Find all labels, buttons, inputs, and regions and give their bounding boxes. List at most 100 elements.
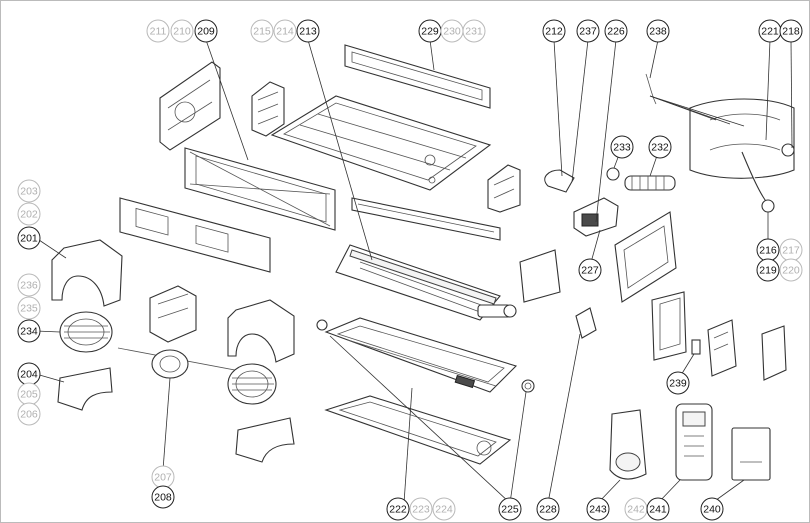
callout-bubble — [151, 485, 175, 509]
part-screw — [316, 319, 328, 331]
callout-bubble — [386, 497, 410, 521]
callout-bubble — [146, 19, 170, 43]
callout-number: 220 — [782, 265, 800, 277]
callout-number: 240 — [703, 504, 721, 516]
callout-number: 218 — [782, 26, 800, 38]
callout-number: 242 — [627, 504, 645, 516]
callout-number: 214 — [276, 26, 294, 38]
part-right-side-panel — [614, 211, 677, 303]
callout-216: 216 — [756, 238, 780, 262]
callout-220: 220 — [779, 258, 803, 282]
callout-number: 204 — [20, 369, 38, 381]
callout-208: 208 — [151, 485, 175, 509]
part-coil-pipes — [477, 304, 517, 318]
callout-number: 225 — [501, 504, 519, 516]
callout-238: 238 — [646, 19, 670, 43]
callout-number: 230 — [443, 26, 461, 38]
callout-bubble — [666, 371, 690, 395]
part-drain-hose — [624, 175, 676, 191]
callout-201: 201 — [17, 226, 41, 250]
callout-number: 229 — [421, 26, 439, 38]
callout-number: 235 — [20, 303, 38, 315]
callout-number: 211 — [150, 26, 167, 38]
callout-bubble — [586, 497, 610, 521]
callout-number: 239 — [669, 378, 687, 390]
callout-233: 233 — [610, 135, 634, 159]
callout-209: 209 — [194, 19, 218, 43]
callout-number: 222 — [389, 504, 407, 516]
callout-bubble — [17, 273, 41, 297]
callout-206: 206 — [17, 402, 41, 426]
callout-number: 234 — [20, 326, 38, 338]
callout-240: 240 — [700, 497, 724, 521]
callout-231: 231 — [462, 19, 486, 43]
callout-number: 203 — [20, 186, 38, 198]
callout-232: 232 — [648, 135, 672, 159]
callout-number: 201 — [20, 233, 38, 245]
callout-number: 232 — [651, 142, 669, 154]
callout-bubble — [194, 19, 218, 43]
callout-213: 213 — [296, 19, 320, 43]
part-motor-bracket — [149, 285, 197, 343]
callout-bubble — [542, 19, 566, 43]
callout-bubble — [779, 19, 803, 43]
part-drain-plug — [521, 379, 535, 393]
callout-number: 228 — [539, 504, 557, 516]
callout-223: 223 — [409, 497, 433, 521]
callout-bubble — [17, 296, 41, 320]
part-small-bracket-top — [251, 81, 285, 137]
callout-bubble — [610, 135, 634, 159]
callout-218: 218 — [779, 19, 803, 43]
part-cover-plate — [519, 249, 561, 303]
callout-number: 226 — [607, 26, 625, 38]
callout-number: 213 — [299, 26, 317, 38]
callout-number: 219 — [759, 265, 777, 277]
callout-205: 205 — [17, 382, 41, 406]
part-expansion-valve — [544, 169, 575, 193]
callout-235: 235 — [17, 296, 41, 320]
callout-bubble — [756, 258, 780, 282]
callout-number: 209 — [197, 26, 215, 38]
part-back-plate — [159, 61, 221, 151]
callout-bubble — [498, 497, 522, 521]
part-lower-housing-left — [57, 367, 113, 411]
part-evaporator-coil — [335, 244, 501, 321]
callout-234: 234 — [17, 319, 41, 343]
callout-204: 204 — [17, 362, 41, 386]
part-blower-wheel-right — [227, 363, 277, 405]
part-fan-housing-left — [51, 239, 123, 307]
callout-bubble — [432, 497, 456, 521]
callout-bubble — [646, 19, 670, 43]
callout-number: 206 — [20, 409, 38, 421]
part-fan-motor — [117, 347, 257, 379]
callout-bubble — [409, 497, 433, 521]
part-front-x-brace-panel — [184, 147, 336, 231]
part-main-chassis — [270, 95, 492, 191]
callout-241: 241 — [646, 497, 670, 521]
callout-202: 202 — [17, 202, 41, 226]
callout-224: 224 — [432, 497, 456, 521]
callout-number: 205 — [20, 389, 38, 401]
callout-number: 241 — [649, 504, 667, 516]
callout-number: 216 — [759, 245, 777, 257]
part-clip — [606, 167, 620, 181]
callout-226: 226 — [604, 19, 628, 43]
part-pcb-board — [707, 319, 737, 377]
callout-212: 212 — [542, 19, 566, 43]
callout-number: 212 — [545, 26, 563, 38]
callout-225: 225 — [498, 497, 522, 521]
callout-number: 217 — [782, 245, 800, 257]
part-base-frame — [119, 197, 271, 273]
callout-number: 227 — [581, 265, 599, 277]
callout-236: 236 — [17, 273, 41, 297]
part-fan-housing-right — [227, 299, 295, 363]
callout-bubble — [250, 19, 274, 43]
part-remote-holder — [609, 409, 647, 480]
callout-number: 208 — [154, 492, 172, 504]
part-small-clip — [575, 307, 597, 339]
callout-number: 210 — [173, 26, 191, 38]
callout-number: 231 — [465, 26, 483, 38]
